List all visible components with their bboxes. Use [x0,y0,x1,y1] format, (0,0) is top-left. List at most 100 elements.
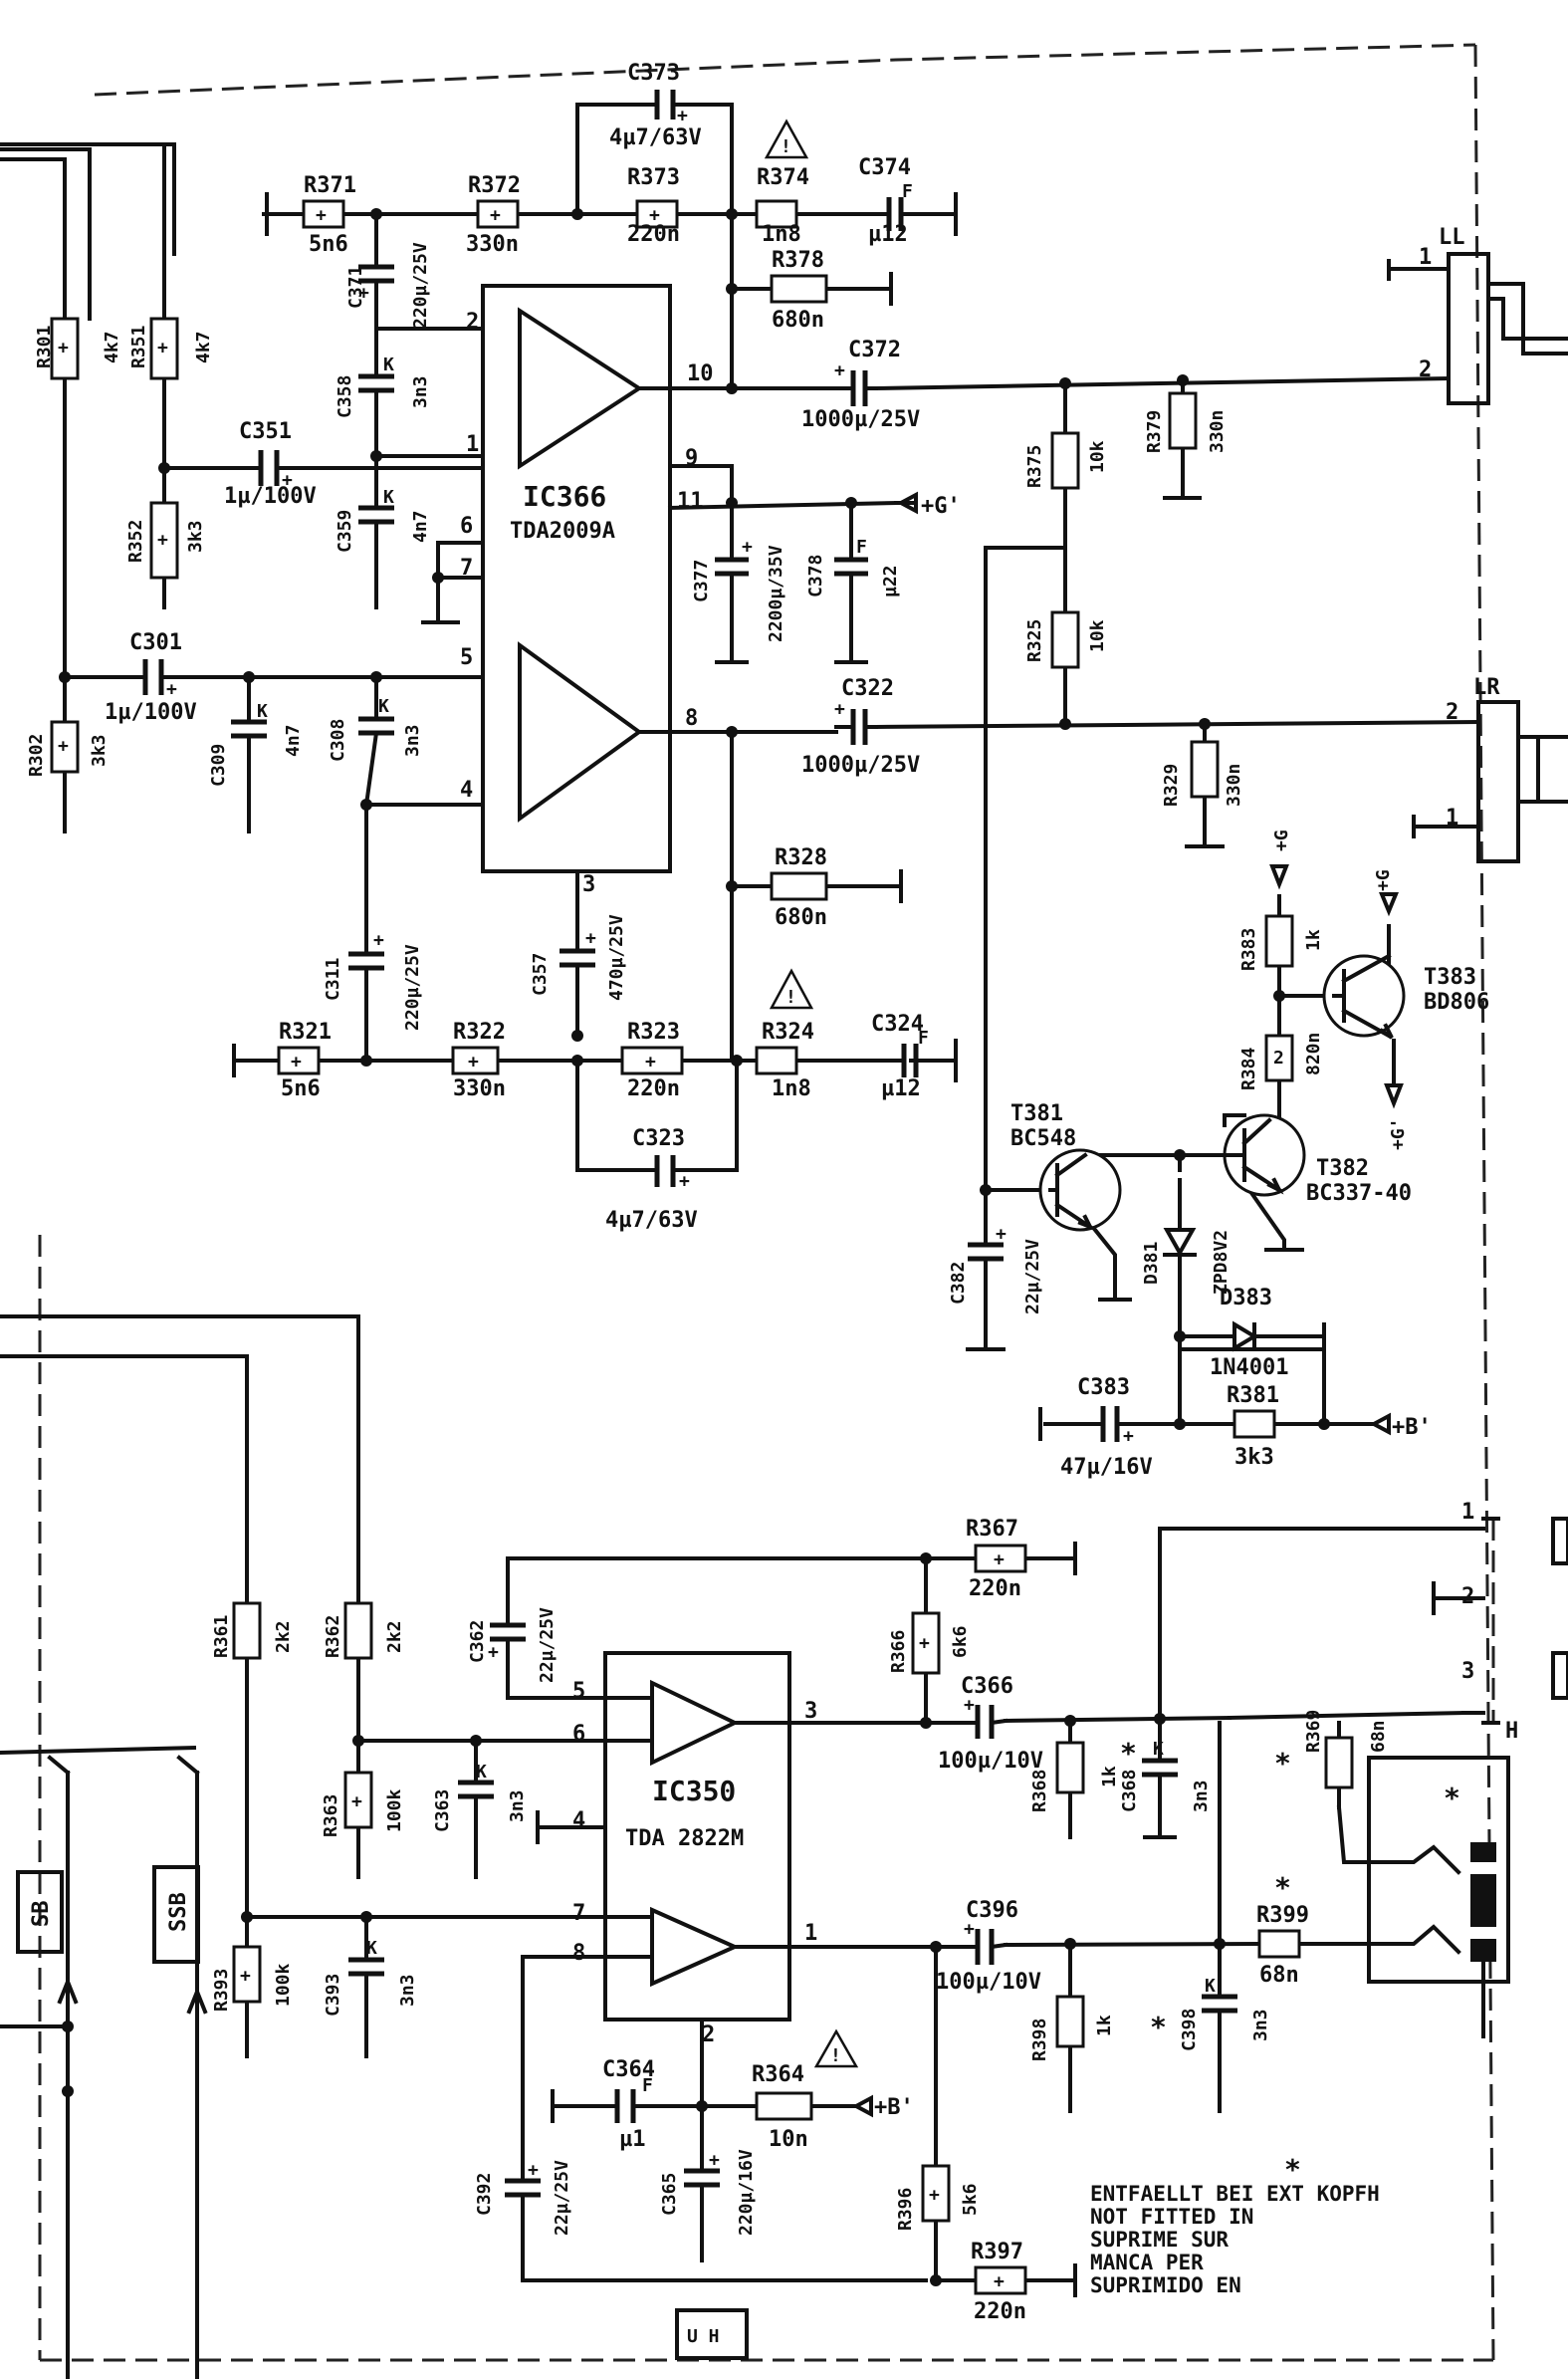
c301-ref: C301 [129,630,182,655]
r363-value: 100k [384,1788,405,1832]
svg-text:+: + [834,699,845,720]
svg-text:+: + [964,1919,975,1940]
note-line-2: NOT FITTED IN [1090,2205,1253,2229]
t381-part: BC548 [1010,1126,1076,1151]
svg-text:+: + [929,2185,940,2206]
svg-text:+: + [373,930,384,951]
connector-ll: LL 1 2 [1419,225,1568,405]
r324-value: 1n8 [772,1076,811,1101]
svg-text:+: + [528,2160,539,2181]
transistor-t381: T381 BC548 [1010,1101,1122,1232]
c357-ref: C357 [530,953,551,996]
warning-mark: ! [781,136,791,157]
r366-ref: R366 [888,1630,909,1673]
svg-text:+: + [157,530,168,551]
t383-part: BD806 [1424,990,1489,1015]
r361-ref: R361 [211,1615,232,1658]
c311-value: 220µ/25V [402,944,423,1031]
c374-value: µ12 [868,222,908,247]
svg-text:+: + [490,205,501,226]
r384-ref: R384 [1238,1047,1259,1090]
c382-ref: C382 [948,1262,969,1305]
lr-pin-1: 1 [1446,806,1458,831]
svg-text:+: + [488,1642,499,1663]
c372-ref: C372 [848,338,901,362]
c365-value: 220µ/16V [736,2149,757,2236]
c309-ref: C309 [208,744,229,787]
t382-ref: T382 [1316,1156,1369,1181]
lower-rails: +B' * * * * [851,1737,1291,2120]
c308-ref: C308 [328,719,348,762]
svg-text:+: + [585,928,596,949]
d381-ref: D381 [1141,1242,1162,1285]
r323-value: 220n [627,1076,680,1101]
r399-star: * [1274,1871,1291,1904]
c392-ref: C392 [474,2173,495,2216]
c392-value: 22µ/25V [552,2160,572,2236]
c363-ref: C363 [432,1789,453,1832]
r396-ref: R396 [895,2188,916,2231]
svg-text:+G: +G [1373,869,1394,891]
c308-value: 3n3 [402,724,423,757]
svg-text:+: + [919,1633,930,1654]
svg-text:+: + [166,679,177,700]
r399-value: 68n [1259,1963,1299,1988]
r302-value: 3k3 [89,734,110,767]
upper-capacitors: + C373 4µ7/63V F C374 µ12 + C371 220µ/25… [105,61,929,1233]
ll-pin-1: 1 [1419,245,1432,270]
c371-value: 220µ/25V [410,242,431,329]
r321-value: 5n6 [281,1076,321,1101]
r362-value: 2k2 [384,1620,405,1653]
h-pin-2: 2 [1461,1584,1474,1609]
svg-text:K: K [383,355,394,375]
r397-value: 220n [974,2299,1026,2324]
c368-value: 3n3 [1191,1780,1212,1812]
c383-ref: C383 [1077,1375,1130,1400]
svg-text:+: + [679,1171,690,1192]
svg-text:+: + [58,338,69,358]
rail-b-prime-2: +B' [874,2095,914,2120]
c351-value: 1µ/100V [224,484,317,509]
svg-text:+: + [58,736,69,757]
lr-label: LR [1473,675,1500,700]
r371-value: 5n6 [309,232,348,257]
t382-part: BC337-40 [1306,1181,1412,1206]
r374-value: 1n8 [762,222,801,247]
r364-value: 10n [769,2127,808,2152]
ic366-pin-4: 4 [460,778,473,803]
ic366-pin-3: 3 [582,872,595,897]
upper-rails: +G' [896,491,961,519]
r367-ref: R367 [966,1517,1018,1542]
note-line-4: MANCA PER [1090,2251,1204,2274]
c311-ref: C311 [323,958,343,1001]
svg-text:+: + [996,1224,1007,1245]
r371-ref: R371 [304,173,356,198]
svg-text:F: F [902,181,913,202]
r362-ref: R362 [323,1615,343,1658]
c362-value: 22µ/25V [537,1607,558,1683]
c377-value: 2200µ/35V [766,545,786,642]
svg-text:+: + [157,338,168,358]
rail-g: +G [1271,830,1292,851]
note-block: * ENTFAELLT BEI EXT KOPFH NOT FITTED IN … [1090,2153,1380,2297]
lower-junctions [241,1552,1226,2286]
svg-text:+: + [282,470,293,491]
svg-text:K: K [1153,1739,1164,1760]
c363-value: 3n3 [507,1789,528,1822]
regulator-diodes: D381 ZPD8V2 D383 1N4001 [1141,1228,1326,1380]
rail-g-prime-out: +G' [1388,1117,1409,1150]
c351-ref: C351 [239,419,292,444]
ic350-pin-6: 6 [572,1722,585,1747]
r396-value: 5k6 [960,2183,981,2216]
r374-ref: R374 [757,165,809,190]
c358-ref: C358 [335,375,355,418]
c396-ref: C396 [966,1898,1018,1923]
ic366-pin-7: 7 [460,556,473,581]
r375-value: 10k [1087,440,1108,473]
c322-value: 1000µ/25V [801,753,920,778]
ic366-ref: IC366 [523,480,606,513]
r352-ref: R352 [125,520,146,563]
rail-b-prime: +B' [1392,1415,1432,1440]
r325-value: 10k [1087,619,1108,652]
ic350-part: TDA 2822M [625,1826,744,1851]
